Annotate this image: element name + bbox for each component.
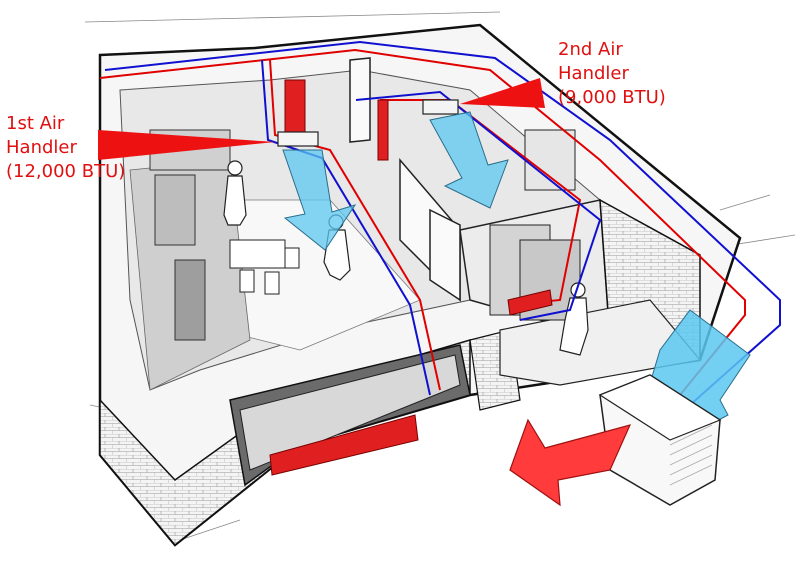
radiators	[269, 79, 553, 476]
cool-air-arrow-2	[429, 111, 509, 209]
supply-pipe	[99, 48, 746, 396]
second-handler-line3: (9,000 BTU)	[558, 87, 666, 108]
balcony	[499, 239, 702, 386]
outdoor-unit	[598, 374, 722, 506]
first-handler-line2: Handler	[6, 137, 77, 158]
first-handler-line1: 1st Air	[6, 113, 65, 134]
first-handler-line3: (12,000 BTU)	[6, 161, 126, 182]
callout-pointer-1	[98, 130, 275, 160]
second-handler-line2: Handler	[558, 63, 629, 84]
second-handler-line1: 2nd Air	[558, 39, 623, 60]
cool-air-arrow-1	[282, 149, 357, 251]
indoor-air-handler-1	[277, 131, 319, 147]
callout-pointer-2	[460, 78, 545, 108]
first-handler-label: 1st Air Handler (12,000 BTU)	[6, 112, 125, 184]
return-pipe	[104, 40, 781, 406]
dining-set	[229, 239, 300, 295]
supply-pipe-branch-1	[269, 59, 441, 391]
return-pipe-branch-2	[355, 90, 602, 321]
warm-air-arrow	[509, 418, 632, 507]
indoor-air-handler-2	[422, 99, 459, 115]
second-handler-label: 2nd Air Handler (9,000 BTU)	[558, 38, 666, 110]
